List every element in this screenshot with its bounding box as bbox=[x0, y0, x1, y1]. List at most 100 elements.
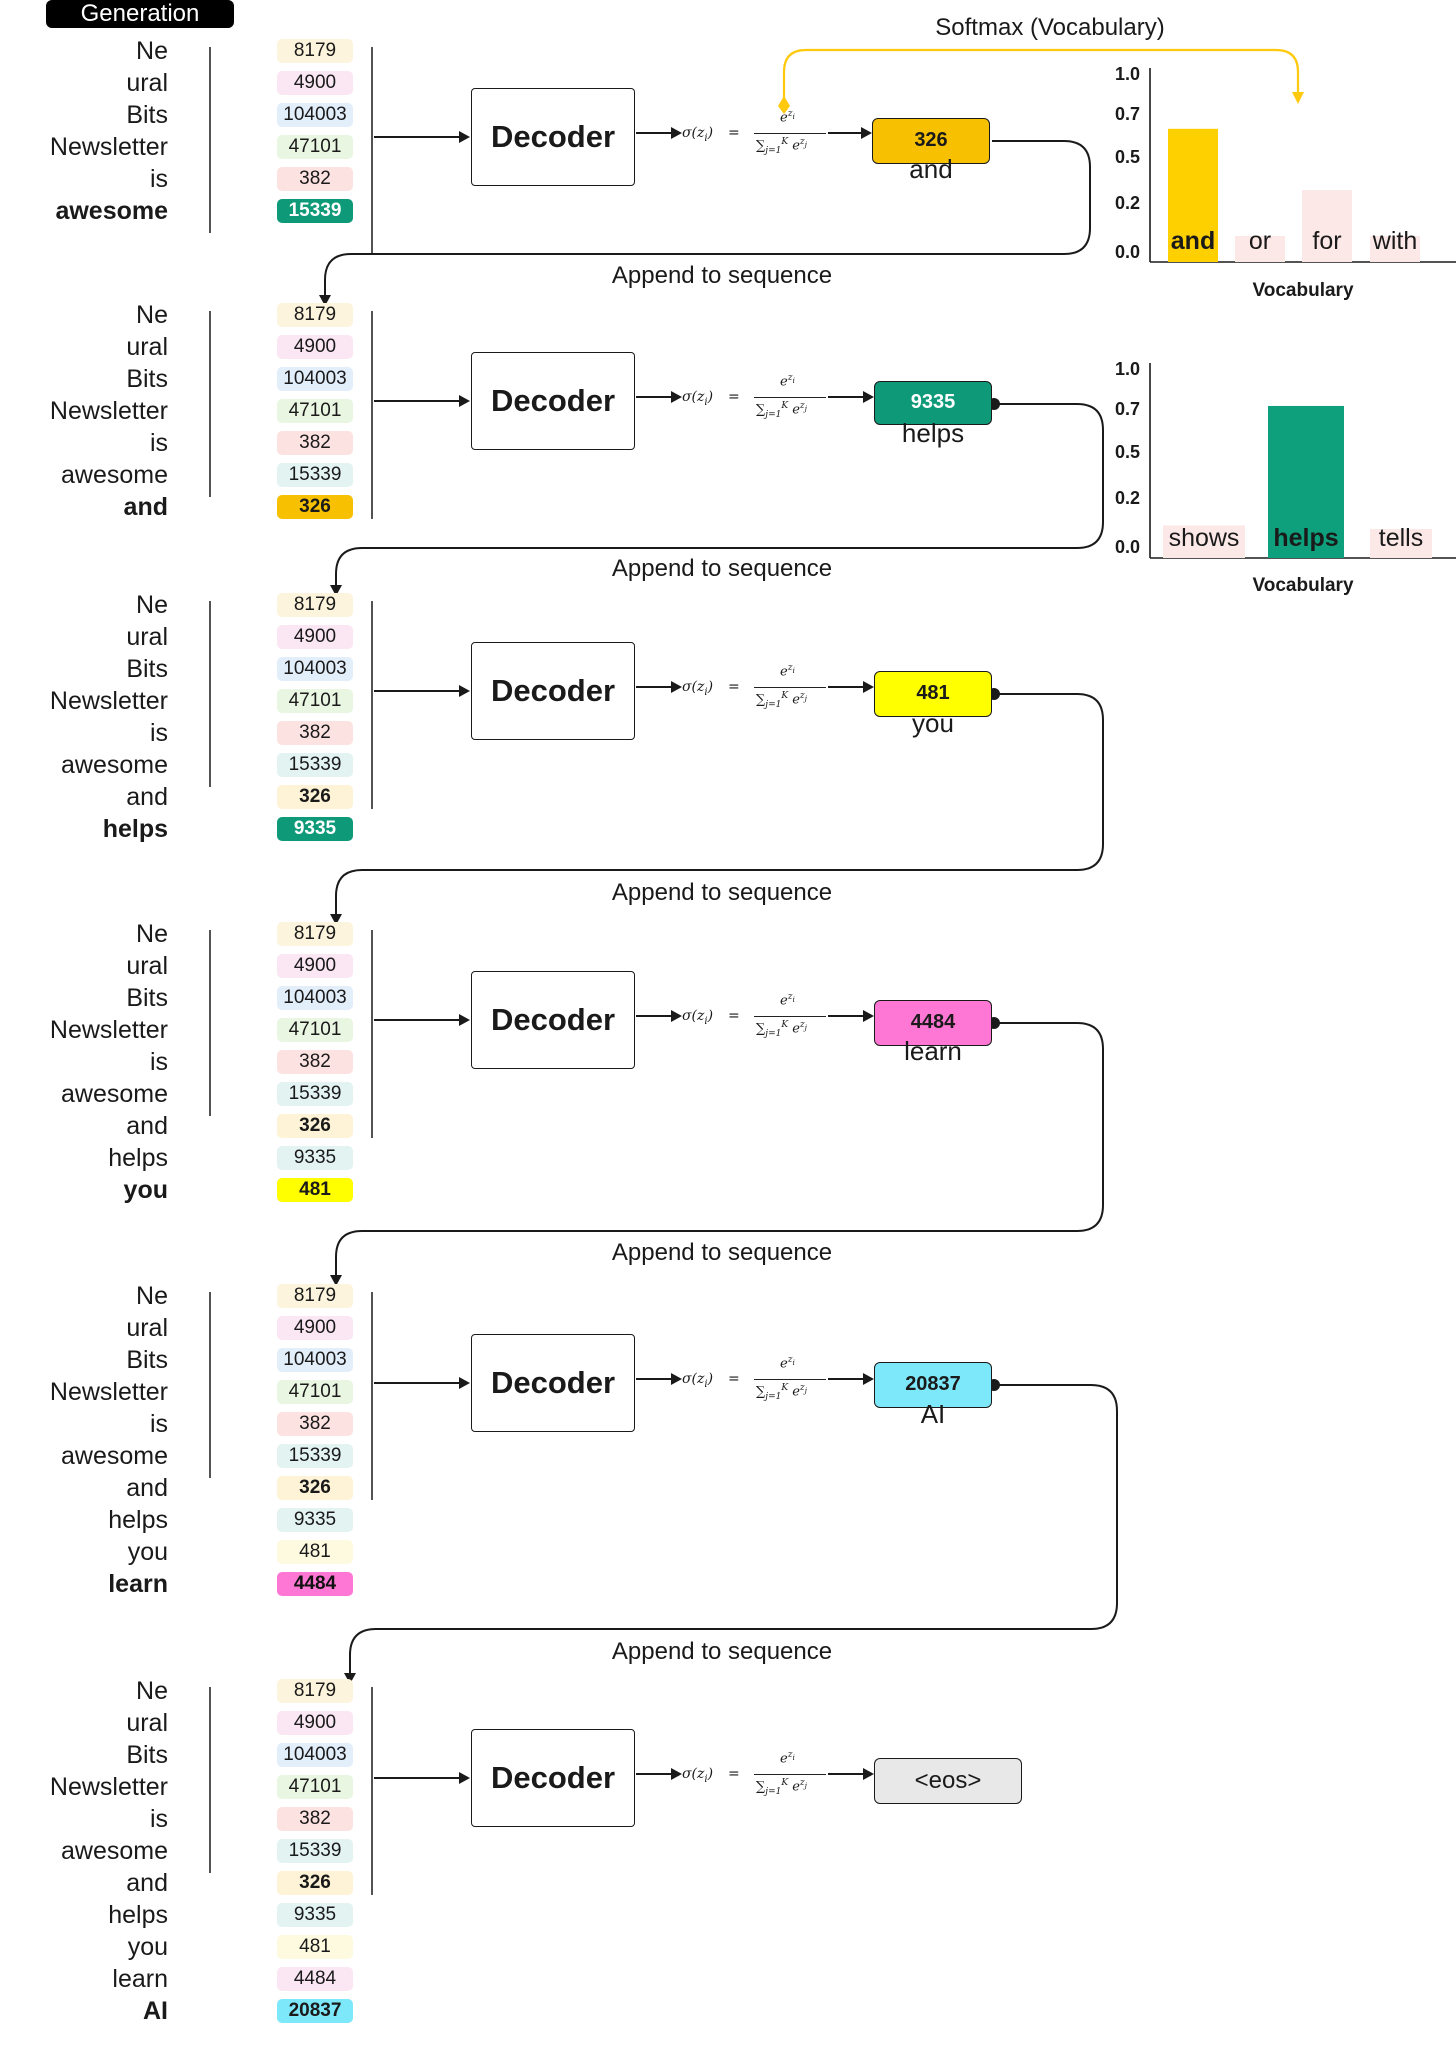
token-id-chip: 20837 bbox=[277, 1999, 353, 2023]
token-id-chip: 47101 bbox=[277, 399, 353, 423]
token-word: awesome bbox=[61, 1837, 168, 1865]
append-to-sequence-label: Append to sequence bbox=[611, 1638, 833, 1665]
chart-bar-label: and bbox=[1170, 227, 1216, 255]
token-id-chip: 9335 bbox=[277, 1508, 353, 1532]
token-word: Newsletter bbox=[49, 1378, 168, 1406]
softmax-formula: σ(zi)=ezi∑j=1K ezj bbox=[682, 992, 828, 1048]
softmax-to-output-arrow-head bbox=[863, 1373, 874, 1385]
chart-y-tick-label: 0.0 bbox=[1114, 242, 1140, 262]
token-word: helps bbox=[102, 815, 168, 843]
decoder-box: Decoder bbox=[471, 352, 635, 450]
chart-bar bbox=[1302, 190, 1352, 262]
append-loop-arrowhead bbox=[330, 1275, 342, 1286]
softmax-to-output-arrow-head bbox=[863, 681, 874, 693]
token-id-chip: 15339 bbox=[277, 199, 353, 223]
token-word: helps bbox=[108, 1901, 168, 1929]
append-to-sequence-label: Append to sequence bbox=[611, 879, 833, 906]
token-id-chip: 4900 bbox=[277, 335, 353, 359]
chart-bar-label: tells bbox=[1378, 524, 1424, 552]
token-word: Newsletter bbox=[49, 1016, 168, 1044]
token-id-chip: 4900 bbox=[277, 625, 353, 649]
token-id-chip: 104003 bbox=[277, 986, 353, 1010]
token-word: Newsletter bbox=[49, 687, 168, 715]
token-id-chip: 326 bbox=[277, 1114, 353, 1138]
token-id-chip: 104003 bbox=[277, 1743, 353, 1767]
output-word: AI bbox=[920, 1399, 946, 1429]
softmax-arc-arrowhead bbox=[1292, 92, 1304, 104]
token-id-chip: 15339 bbox=[277, 463, 353, 487]
softmax-formula: σ(zi)=ezi∑j=1K ezj bbox=[682, 1750, 828, 1806]
token-id-chip: 4484 bbox=[277, 1967, 353, 1991]
softmax-to-output-arrow-head bbox=[863, 1010, 874, 1022]
token-id-chip: 8179 bbox=[277, 39, 353, 63]
softmax-formula: σ(zi)=ezi∑j=1K ezj bbox=[682, 109, 828, 165]
token-id-chip: 8179 bbox=[277, 303, 353, 327]
token-id-chip: 15339 bbox=[277, 1082, 353, 1106]
chart-y-tick-label: 0.0 bbox=[1114, 537, 1140, 557]
append-loop-arrowhead bbox=[344, 1673, 356, 1684]
output-token-box: 326 bbox=[872, 118, 990, 164]
token-word: Ne bbox=[136, 591, 168, 619]
append-loop-arrowhead bbox=[319, 295, 331, 306]
token-word: Ne bbox=[136, 301, 168, 329]
token-word: awesome bbox=[61, 1080, 168, 1108]
token-id-chip: 481 bbox=[277, 1178, 353, 1202]
token-word: ural bbox=[126, 952, 168, 980]
token-id-chip: 326 bbox=[277, 785, 353, 809]
token-id-chip: 104003 bbox=[277, 657, 353, 681]
token-word: ural bbox=[126, 333, 168, 361]
token-word: is bbox=[149, 719, 168, 747]
token-id-chip: 481 bbox=[277, 1540, 353, 1564]
decoder-to-softmax-arrow-head bbox=[671, 127, 682, 139]
token-id-chip: 326 bbox=[277, 495, 353, 519]
chart-y-tick-label: 0.5 bbox=[1114, 442, 1140, 462]
chart-y-tick-label: 0.2 bbox=[1114, 488, 1140, 508]
output-token-box: 9335 bbox=[874, 381, 992, 425]
decoder-to-softmax-arrow-head bbox=[671, 391, 682, 403]
chart-y-tick-label: 0.2 bbox=[1114, 193, 1140, 213]
softmax-vocabulary-label: Softmax (Vocabulary) bbox=[935, 14, 1165, 41]
token-word: Newsletter bbox=[49, 133, 168, 161]
input-arrow-head bbox=[459, 395, 470, 407]
decoder-to-softmax-arrow-head bbox=[671, 1768, 682, 1780]
token-word: ural bbox=[126, 1709, 168, 1737]
token-id-chip: 481 bbox=[277, 1935, 353, 1959]
chart-y-tick-label: 0.5 bbox=[1114, 147, 1140, 167]
token-word: you bbox=[123, 1176, 168, 1204]
append-loop-arrowhead bbox=[330, 914, 342, 925]
chart-bar bbox=[1370, 236, 1420, 262]
softmax-to-output-arrow-head bbox=[863, 391, 874, 403]
token-word: and bbox=[126, 1112, 168, 1140]
token-word: ural bbox=[126, 623, 168, 651]
token-id-chip: 15339 bbox=[277, 753, 353, 777]
token-id-chip: 15339 bbox=[277, 1444, 353, 1468]
input-arrow-head bbox=[459, 1772, 470, 1784]
token-word: Bits bbox=[126, 655, 168, 683]
output-word: learn bbox=[904, 1036, 962, 1066]
decoder-to-softmax-arrow-head bbox=[671, 1010, 682, 1022]
output-token-box: 20837 bbox=[874, 1362, 992, 1408]
decoder-box: Decoder bbox=[471, 88, 635, 186]
append-loop-connector bbox=[349, 1384, 1118, 1674]
append-to-sequence-label: Append to sequence bbox=[611, 262, 833, 289]
chart-bar bbox=[1168, 128, 1218, 262]
token-word: and bbox=[126, 1869, 168, 1897]
token-id-chip: 47101 bbox=[277, 1018, 353, 1042]
softmax-formula: σ(zi)=ezi∑j=1K ezj bbox=[682, 373, 828, 429]
append-loop-arrowhead bbox=[330, 585, 342, 596]
append-loop-connector bbox=[335, 693, 1104, 915]
token-id-chip: 47101 bbox=[277, 689, 353, 713]
token-word: Bits bbox=[126, 101, 168, 129]
token-word: Ne bbox=[136, 1677, 168, 1705]
token-word: Bits bbox=[126, 1741, 168, 1769]
chart-y-tick-label: 0.7 bbox=[1114, 399, 1140, 419]
chart-bar-label: shows bbox=[1168, 524, 1240, 552]
token-word: awesome bbox=[61, 1442, 168, 1470]
decoder-to-softmax-arrow-head bbox=[671, 1373, 682, 1385]
decoder-box: Decoder bbox=[471, 971, 635, 1069]
token-id-chip: 8179 bbox=[277, 922, 353, 946]
token-word: Newsletter bbox=[49, 397, 168, 425]
token-id-chip: 8179 bbox=[277, 1679, 353, 1703]
